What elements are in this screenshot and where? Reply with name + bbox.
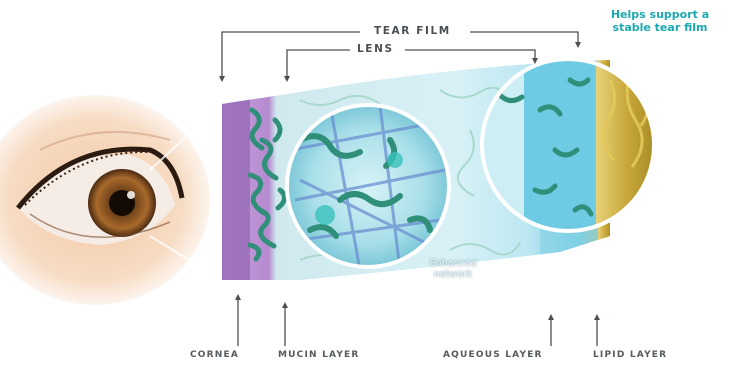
callout-line-1: Helps support a <box>590 8 730 21</box>
cornea-label: CORNEA <box>190 350 239 360</box>
cornea-layer <box>222 60 250 290</box>
tear-film-label: TEAR FILM <box>374 25 451 37</box>
mucin-layer-label: MUCIN LAYER <box>278 350 360 360</box>
stable-tear-film-callout: Helps support a stable tear film <box>590 8 730 34</box>
lipid-layer-label: LIPID LAYER <box>593 350 667 360</box>
enhanced-network-label: Enhanced network <box>418 258 488 280</box>
network-line-2: network <box>418 269 488 280</box>
lens-label: LENS <box>357 43 394 55</box>
callout-line-2: stable tear film <box>590 21 730 34</box>
aqueous-layer-label: AQUEOUS LAYER <box>443 350 543 360</box>
lens-magnifier <box>287 105 450 270</box>
eye-illustration <box>0 95 222 305</box>
network-line-1: Enhanced <box>418 258 488 269</box>
